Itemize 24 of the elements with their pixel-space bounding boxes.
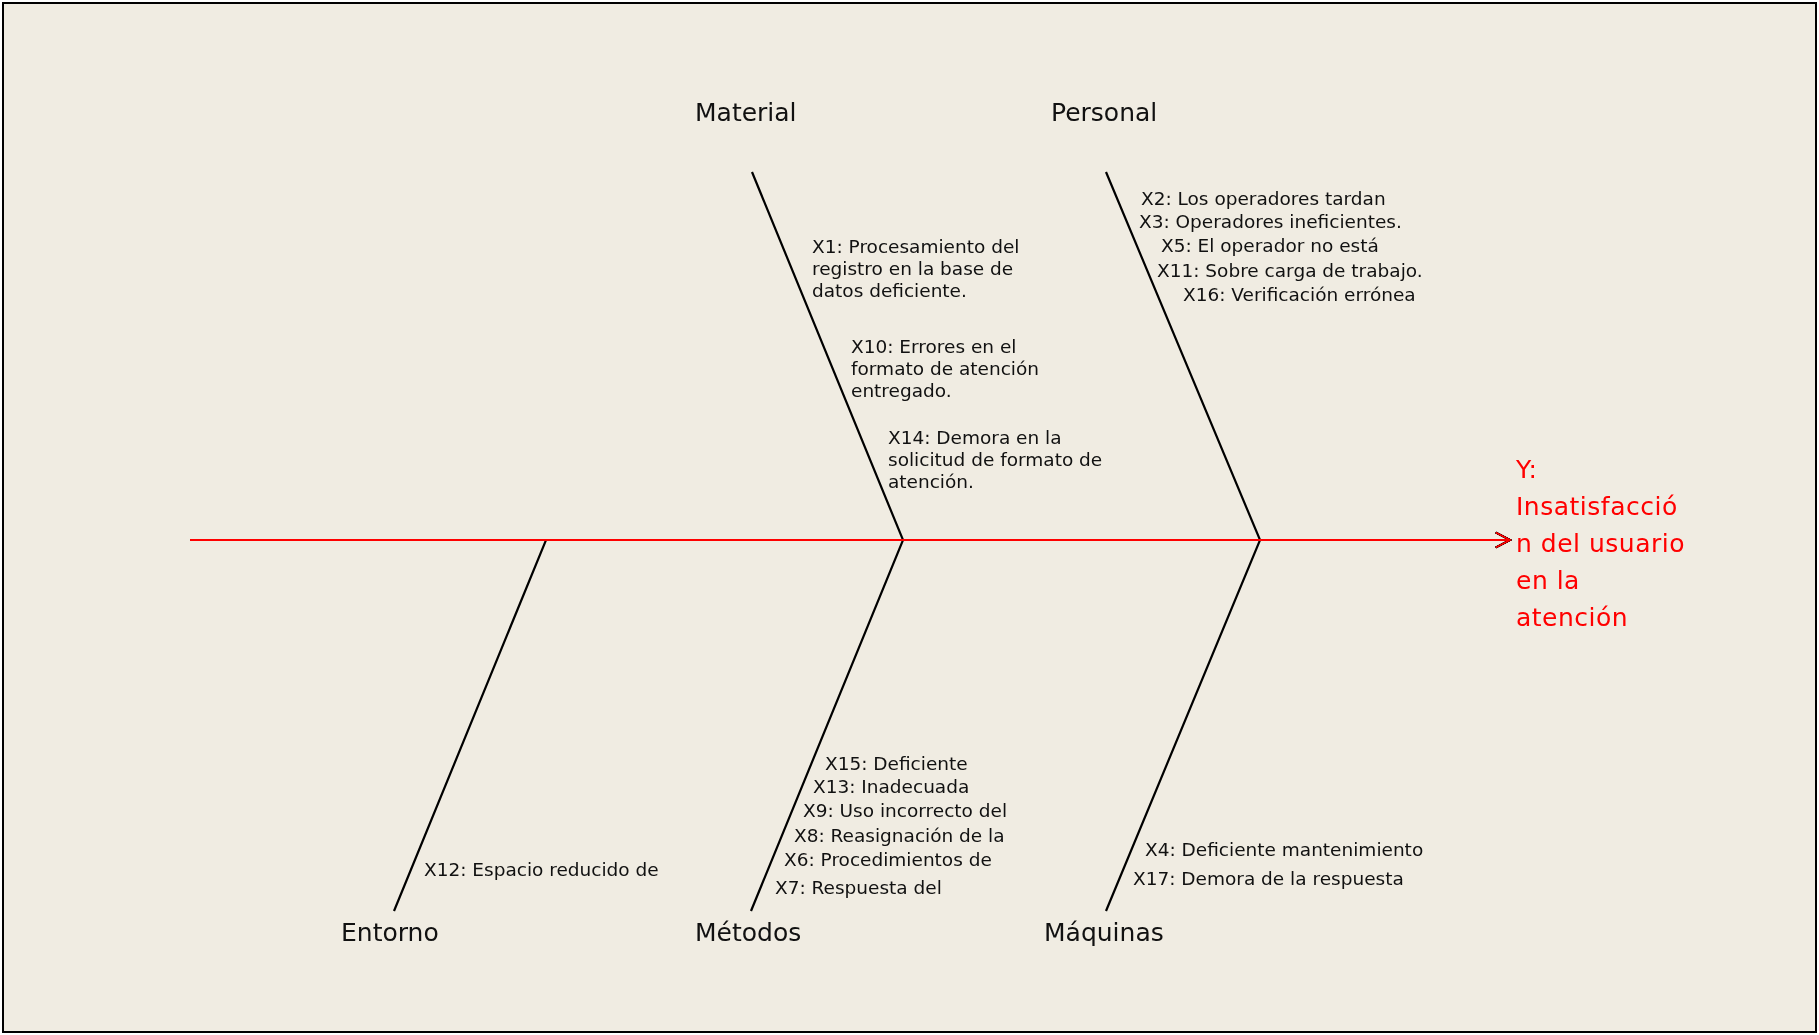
- cause-text: X11: Sobre carga de trabajo.: [1157, 260, 1423, 282]
- category-label: Máquinas: [1044, 917, 1164, 947]
- cause-text: X6: Procedimientos de: [784, 849, 992, 871]
- effect-label: Y: Insatisfacción del usuario en la atención: [1516, 451, 1691, 636]
- cause-text: X5: El operador no está: [1161, 235, 1379, 257]
- cause-text: X13: Inadecuada: [813, 776, 970, 798]
- category-label: Métodos: [695, 917, 802, 947]
- cause-text: X1: Procesamiento del registro en la base de datos deficiente.: [812, 236, 1021, 302]
- cause-text: X12: Espacio reducido de: [424, 859, 659, 881]
- cause-text: X2: Los operadores tardan: [1141, 188, 1386, 210]
- category-label: Entorno: [341, 917, 439, 947]
- cause-text: X4: Deficiente mantenimiento: [1145, 839, 1424, 861]
- cause-text: X14: Demora en la solicitud de formato de atención.: [888, 427, 1104, 493]
- cause-text: X10: Errores en el formato de atención entregado.: [851, 336, 1040, 402]
- category-label: Personal: [1051, 97, 1158, 127]
- cause-text: X7: Respuesta del: [775, 877, 942, 899]
- spine-arrow: [190, 531, 1511, 549]
- cause-text: X15: Deficiente: [825, 753, 968, 775]
- cause-text: X8: Reasignación de la: [794, 825, 1005, 847]
- cause-text: X16: Verificación errónea: [1183, 284, 1416, 306]
- cause-text: X17: Demora de la respuesta: [1133, 868, 1404, 890]
- cause-text: X3: Operadores ineficientes.: [1139, 211, 1402, 233]
- category-label: Material: [695, 97, 797, 127]
- cause-text: X9: Uso incorrecto del: [803, 800, 1008, 822]
